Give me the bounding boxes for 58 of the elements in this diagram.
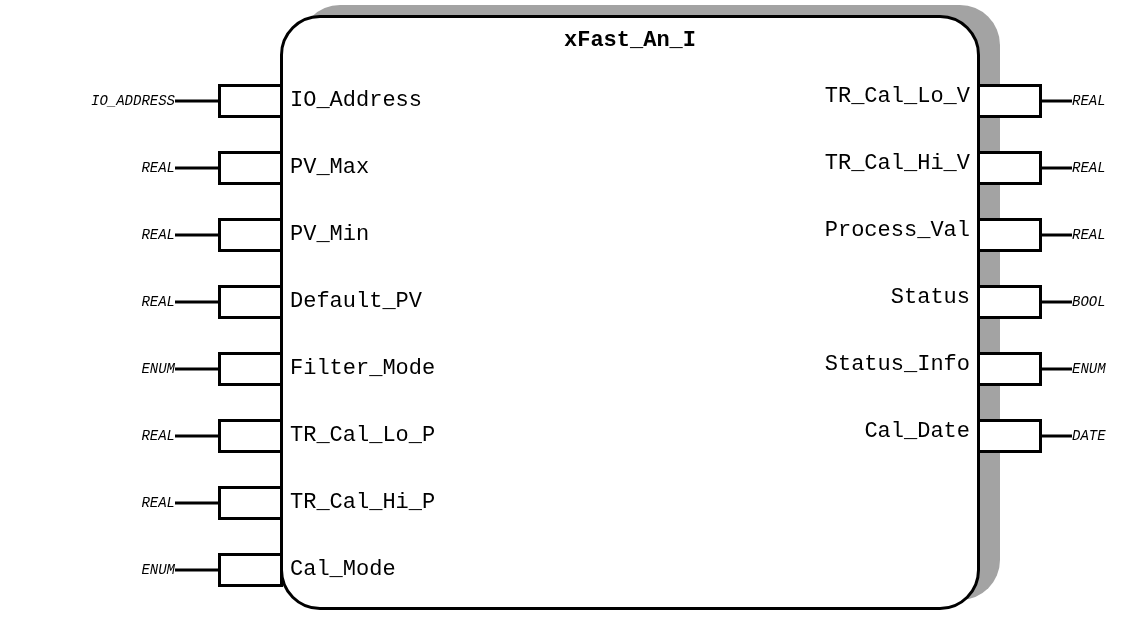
connector-line <box>1042 434 1072 438</box>
connector-line <box>175 434 218 438</box>
connector-line <box>1042 233 1072 237</box>
data-type-label: ENUM <box>1072 362 1106 376</box>
connector-line <box>175 568 218 572</box>
data-type-label: REAL <box>141 228 175 242</box>
connector-line <box>1042 166 1072 170</box>
pin-name: Default_PV <box>290 291 423 313</box>
connector-line <box>1042 99 1072 103</box>
data-type-label: ENUM <box>141 362 175 376</box>
connector-line <box>1042 367 1072 371</box>
pin-box <box>218 419 283 453</box>
data-type-label: REAL <box>141 295 175 309</box>
pin-name: PV_Max <box>290 157 370 179</box>
pin-name: Filter_Mode <box>290 358 436 380</box>
pin-name: TR_Cal_Hi_V <box>824 153 970 175</box>
pin-box <box>977 352 1042 386</box>
pin-name: PV_Min <box>290 224 370 246</box>
pin-box <box>977 218 1042 252</box>
pin-box <box>218 84 283 118</box>
connector-line <box>175 166 218 170</box>
data-type-label: IO_ADDRESS <box>91 94 175 108</box>
pin-box <box>977 419 1042 453</box>
pin-box <box>218 553 283 587</box>
pin-box <box>977 84 1042 118</box>
data-type-label: REAL <box>141 496 175 510</box>
pin-box <box>977 285 1042 319</box>
pin-name: TR_Cal_Hi_P <box>290 492 436 514</box>
pin-name: Cal_Mode <box>290 559 396 581</box>
pin-name: Cal_Date <box>864 421 970 443</box>
data-type-label: REAL <box>1072 228 1106 242</box>
connector-line <box>175 367 218 371</box>
block-title: xFast_An_I <box>563 30 697 52</box>
connector-line <box>175 300 218 304</box>
pin-name: IO_Address <box>290 90 423 112</box>
data-type-label: REAL <box>141 429 175 443</box>
pin-box <box>218 218 283 252</box>
connector-line <box>1042 300 1072 304</box>
pin-box <box>218 352 283 386</box>
connector-line <box>175 99 218 103</box>
data-type-label: REAL <box>1072 94 1106 108</box>
pin-name: TR_Cal_Lo_P <box>290 425 436 447</box>
pin-box <box>977 151 1042 185</box>
connector-line <box>175 233 218 237</box>
pin-name: Status_Info <box>824 354 970 376</box>
function-block <box>280 15 980 610</box>
connector-line <box>175 501 218 505</box>
pin-box <box>218 151 283 185</box>
data-type-label: DATE <box>1072 429 1106 443</box>
data-type-label: REAL <box>141 161 175 175</box>
data-type-label: ENUM <box>141 563 175 577</box>
pin-box <box>218 285 283 319</box>
data-type-label: BOOL <box>1072 295 1106 309</box>
pin-name: Status <box>890 287 970 309</box>
pin-name: Process_Val <box>824 220 970 242</box>
data-type-label: REAL <box>1072 161 1106 175</box>
pin-box <box>218 486 283 520</box>
pin-name: TR_Cal_Lo_V <box>824 86 970 108</box>
